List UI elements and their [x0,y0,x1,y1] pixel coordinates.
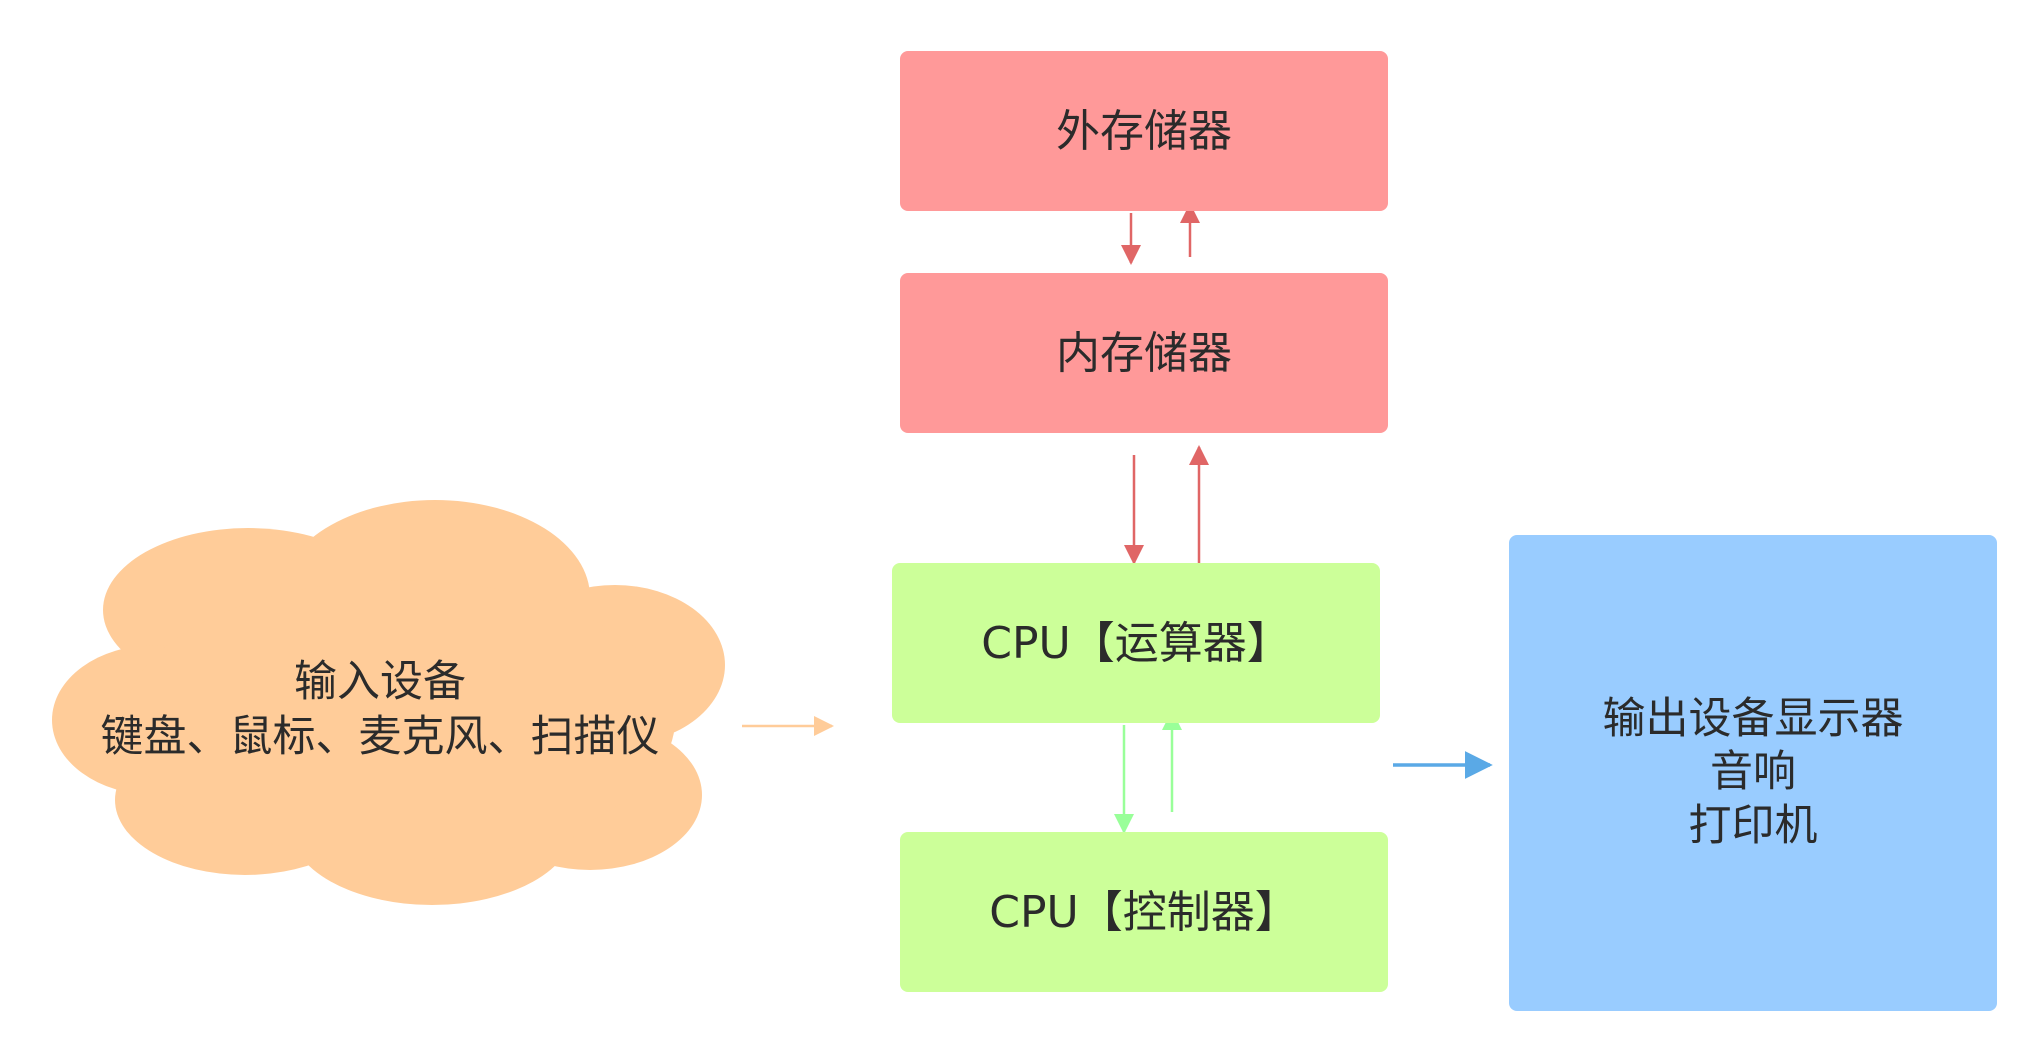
output-printer: 打印机 [1688,800,1818,851]
external-storage-node: 外存储器 [900,51,1388,211]
cpu-alu-label: CPU【运算器】 [981,617,1291,669]
output-title: 输出设备显示器 [1602,694,1904,745]
internal-storage-label: 内存储器 [1056,327,1232,379]
cpu-alu-node: CPU【运算器】 [892,563,1380,723]
cpu-control-label: CPU【控制器】 [989,886,1299,938]
input-cloud-shape [52,500,725,905]
output-speaker: 音响 [1710,747,1796,798]
external-storage-label: 外存储器 [1056,105,1232,157]
input-title: 输入设备 [294,657,466,707]
output-devices-node: 输出设备显示器 音响 打印机 [1509,535,1997,1011]
internal-storage-node: 内存储器 [900,273,1388,433]
cpu-control-node: CPU【控制器】 [900,832,1388,992]
input-device-list: 键盘、鼠标、麦克风、扫描仪 [100,712,660,763]
input-devices-label: 输入设备 键盘、鼠标、麦克风、扫描仪 [70,655,690,765]
